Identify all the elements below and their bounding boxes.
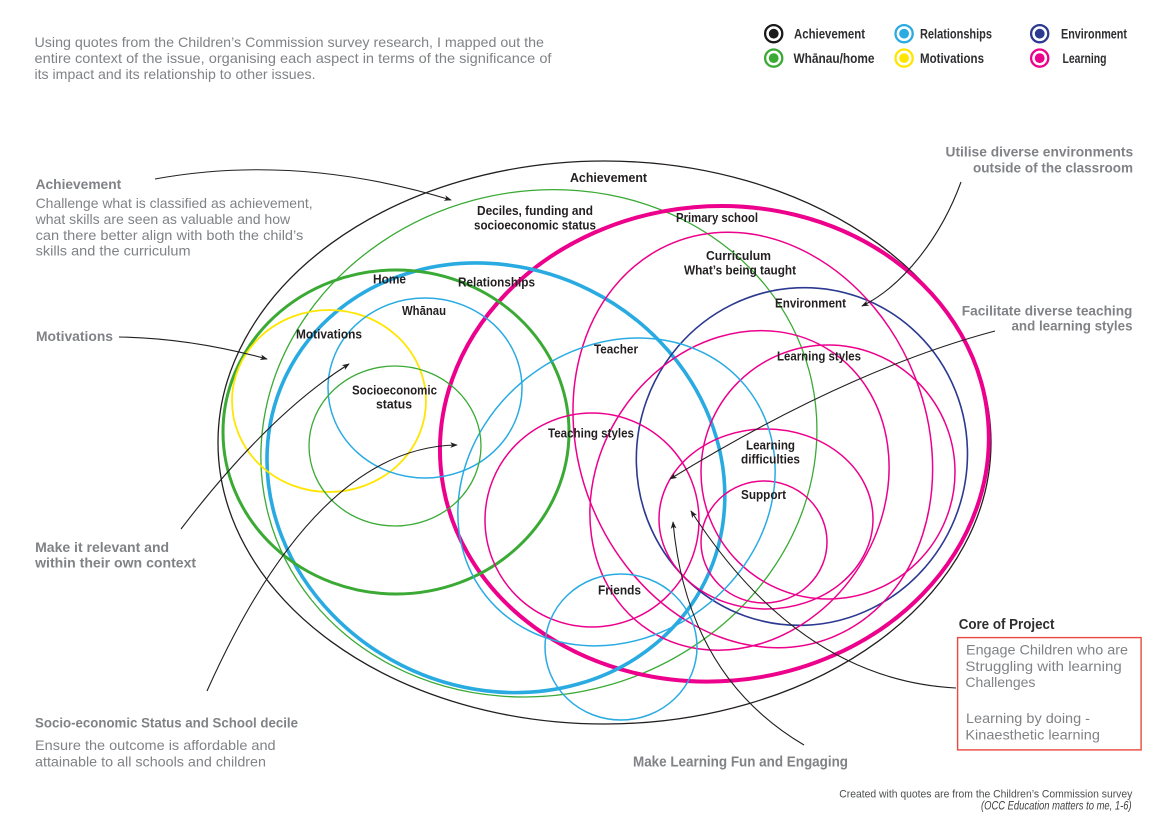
svg-text:Ensure the outcome is affordab: Ensure the outcome is affordable and bbox=[35, 737, 276, 753]
svg-text:Created with quotes are from t: Created with quotes are from the Childre… bbox=[839, 789, 1132, 801]
svg-text:Learning: Learning bbox=[746, 438, 795, 453]
svg-text:Achievement: Achievement bbox=[794, 27, 865, 42]
svg-text:Environment: Environment bbox=[1061, 27, 1127, 42]
svg-text:attainable to all schools and: attainable to all schools and children bbox=[35, 754, 266, 770]
svg-text:skills and the curriculum: skills and the curriculum bbox=[36, 243, 191, 259]
svg-text:entire context of the issue, o: entire context of the issue, organising … bbox=[35, 50, 552, 66]
svg-text:Using quotes from the Children: Using quotes from the Children’s Commiss… bbox=[35, 34, 545, 50]
svg-text:can there better align with bo: can there better align with both the chi… bbox=[36, 227, 304, 243]
svg-text:Core of Project: Core of Project bbox=[959, 617, 1055, 633]
svg-text:outside of the classroom: outside of the classroom bbox=[973, 161, 1133, 176]
svg-text:status: status bbox=[376, 397, 412, 412]
svg-text:Make Learning Fun and Engaging: Make Learning Fun and Engaging bbox=[633, 755, 848, 771]
svg-text:Support: Support bbox=[741, 487, 787, 502]
svg-text:Make it relevant and: Make it relevant and bbox=[35, 540, 169, 555]
svg-text:Home: Home bbox=[373, 272, 406, 287]
svg-text:Socio-economic Status and Scho: Socio-economic Status and School decile bbox=[35, 715, 298, 731]
svg-text:Facilitate diverse teaching: Facilitate diverse teaching bbox=[962, 304, 1133, 319]
svg-text:Motivations: Motivations bbox=[36, 329, 113, 344]
svg-text:Teacher: Teacher bbox=[594, 342, 638, 357]
svg-text:Relationships: Relationships bbox=[458, 275, 535, 290]
svg-text:difficulties: difficulties bbox=[741, 452, 800, 467]
svg-text:within their own context: within their own context bbox=[34, 556, 197, 571]
svg-text:Struggling with learning: Struggling with learning bbox=[965, 658, 1121, 674]
svg-text:Learning styles: Learning styles bbox=[777, 349, 861, 364]
svg-text:Deciles, funding and: Deciles, funding and bbox=[477, 203, 593, 218]
svg-text:Motivations: Motivations bbox=[296, 327, 362, 342]
svg-text:(OCC Education matters to me,: (OCC Education matters to me, 1-6) bbox=[981, 801, 1132, 813]
svg-text:Friends: Friends bbox=[598, 583, 641, 598]
svg-text:Achievement: Achievement bbox=[570, 170, 648, 185]
svg-text:Socioeconomic: Socioeconomic bbox=[352, 383, 437, 398]
svg-text:socioeconomic status: socioeconomic status bbox=[474, 218, 596, 233]
svg-text:Kinaesthetic learning: Kinaesthetic learning bbox=[965, 726, 1100, 742]
svg-text:Utilise diverse environments: Utilise diverse environments bbox=[946, 144, 1134, 159]
svg-text:Environment: Environment bbox=[775, 296, 847, 311]
svg-text:Relationships: Relationships bbox=[920, 27, 992, 42]
svg-text:what skills are seen as valuab: what skills are seen as valuable and how bbox=[35, 211, 291, 227]
svg-text:and learning styles: and learning styles bbox=[1012, 319, 1133, 334]
svg-text:Motivations: Motivations bbox=[920, 51, 984, 66]
svg-text:What’s being taught: What’s being taught bbox=[684, 263, 797, 278]
svg-text:Curriculum: Curriculum bbox=[706, 248, 771, 263]
svg-text:Challenges: Challenges bbox=[965, 674, 1035, 690]
svg-text:Achievement: Achievement bbox=[36, 176, 122, 192]
svg-text:Primary school: Primary school bbox=[676, 210, 758, 225]
svg-text:Learning by doing -: Learning by doing - bbox=[966, 710, 1090, 726]
svg-text:Whānau/home: Whānau/home bbox=[794, 51, 875, 66]
svg-text:Learning: Learning bbox=[1063, 51, 1107, 66]
svg-text:Challenge what is classified a: Challenge what is classified as achievem… bbox=[36, 195, 313, 211]
svg-text:Teaching styles: Teaching styles bbox=[548, 426, 634, 441]
svg-text:Engage Children who are: Engage Children who are bbox=[966, 642, 1128, 658]
svg-text:its impact and its relationshi: its impact and its relationship to other… bbox=[35, 66, 316, 82]
svg-text:Whānau: Whānau bbox=[402, 303, 446, 318]
